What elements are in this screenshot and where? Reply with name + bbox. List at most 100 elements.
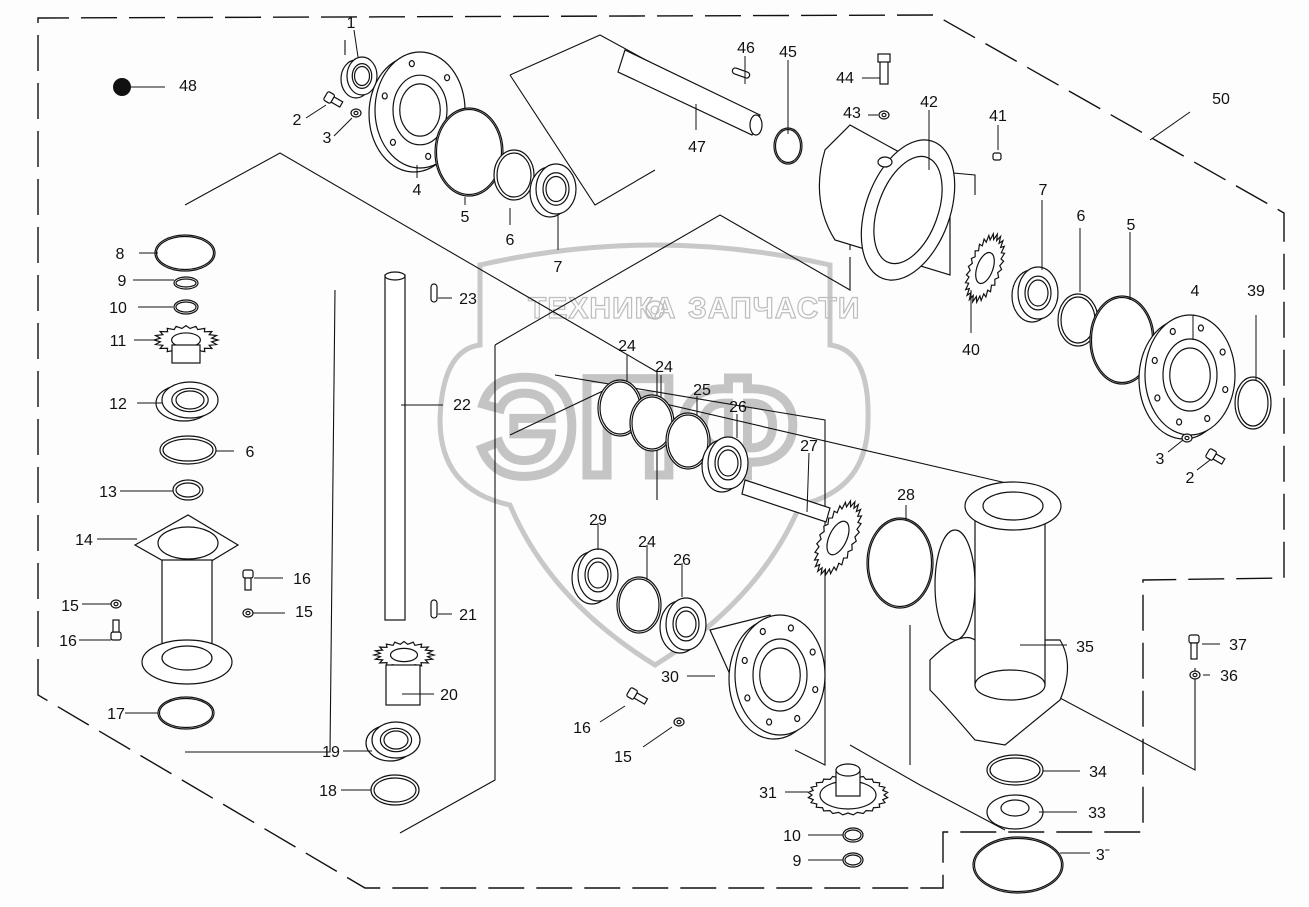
callout-label: 3 bbox=[1156, 451, 1165, 468]
leader-line bbox=[333, 117, 353, 137]
callout-label: 35 bbox=[1076, 639, 1094, 656]
bolt-37-shank bbox=[1190, 642, 1198, 660]
bolt-hole bbox=[1169, 327, 1176, 336]
bearing-cover-4b-bore bbox=[1169, 347, 1211, 403]
ring-10b-inner bbox=[844, 829, 862, 841]
housing-port bbox=[877, 156, 893, 168]
vertical-shaft-22 bbox=[384, 271, 438, 621]
bolt-hole bbox=[741, 656, 748, 665]
callout-label: 37 bbox=[1229, 637, 1247, 654]
callout-label: 48 bbox=[179, 78, 197, 95]
ring-34 bbox=[986, 754, 1044, 786]
callout-label: 6 bbox=[1077, 208, 1086, 225]
washer-36-hole bbox=[1192, 672, 1198, 678]
callout-label: 16 bbox=[573, 720, 591, 737]
circlip-9b bbox=[842, 852, 864, 868]
callout-label: 45 bbox=[779, 44, 797, 61]
bolt-2-shank bbox=[330, 96, 344, 108]
bearing-cover-4-bore bbox=[399, 83, 441, 137]
shaft-body bbox=[617, 49, 761, 136]
bolt-hole bbox=[443, 74, 451, 82]
bearing-cover-4b bbox=[1138, 314, 1236, 440]
ring-25-inner bbox=[667, 414, 709, 468]
leader-line bbox=[353, 29, 359, 58]
callout-label: 33 bbox=[1088, 805, 1106, 822]
bolt-hole bbox=[812, 685, 819, 694]
bearing-26a bbox=[701, 436, 749, 493]
housing-side-flange bbox=[934, 529, 976, 641]
bearing-housing-14 bbox=[133, 514, 240, 685]
bolt-hole bbox=[408, 60, 415, 68]
washer-43 bbox=[878, 110, 890, 120]
bearing-12 bbox=[155, 381, 219, 422]
bolt-hole bbox=[765, 718, 773, 726]
bearing-12-bore bbox=[175, 390, 205, 410]
ring-10-inner bbox=[175, 301, 197, 313]
callout-label: 34 bbox=[1089, 764, 1107, 781]
pinion-shaft-27 bbox=[741, 479, 831, 523]
seal-1-bore bbox=[353, 65, 371, 87]
ring-34-inner bbox=[989, 757, 1041, 783]
bearing-7-bore bbox=[545, 175, 567, 203]
breather-cap bbox=[877, 53, 891, 63]
spur-gear-31 bbox=[807, 763, 889, 816]
leader-lines bbox=[79, 29, 1257, 861]
washer-3b bbox=[1181, 433, 1193, 443]
callout-label: 5 bbox=[461, 209, 470, 226]
callout-label: 23 bbox=[459, 291, 477, 308]
bolt-hole bbox=[787, 624, 795, 632]
callout-label: 13 bbox=[99, 484, 117, 501]
callout-label: 2 bbox=[1186, 470, 1195, 487]
callout-label: 40 bbox=[962, 342, 980, 359]
ring-24b bbox=[629, 394, 675, 452]
o-ring-5-inner bbox=[435, 108, 503, 196]
bolt-16a-head bbox=[110, 631, 122, 641]
shim-6c bbox=[1057, 293, 1099, 347]
seal-39-inner bbox=[1237, 379, 1269, 427]
callout-label: 22 bbox=[453, 397, 471, 414]
shim-6b-inner bbox=[162, 438, 214, 462]
shaft-body bbox=[384, 274, 406, 621]
callout-label: 46 bbox=[737, 40, 755, 57]
pinion-gear-27-hub bbox=[826, 520, 850, 556]
bolt-hole bbox=[389, 138, 397, 146]
callout-label: 8 bbox=[116, 246, 125, 263]
bolt-hole bbox=[1154, 394, 1161, 402]
guide-line bbox=[1044, 668, 1196, 771]
ring-24c bbox=[616, 576, 662, 634]
pinion-gear-27 bbox=[813, 499, 863, 577]
leader-line bbox=[1196, 459, 1211, 471]
washer-15a bbox=[110, 599, 122, 609]
housing-base-bore bbox=[161, 645, 213, 671]
circlip-45-inner bbox=[774, 128, 802, 164]
callout-label: 24 bbox=[618, 338, 636, 355]
ring-10b bbox=[842, 827, 864, 843]
o-ring-5 bbox=[434, 107, 504, 197]
gear-icon bbox=[645, 300, 665, 320]
bolt-hole bbox=[1219, 348, 1226, 356]
leader-line bbox=[1167, 439, 1184, 453]
shim-6-inner bbox=[496, 152, 532, 198]
bolt-hole bbox=[1204, 414, 1211, 423]
circlip-9 bbox=[173, 276, 199, 290]
bolt-37-head bbox=[1188, 634, 1200, 644]
shaft-top bbox=[384, 271, 406, 281]
gear-hub-top bbox=[835, 763, 861, 777]
callout-label: 14 bbox=[75, 532, 93, 549]
bearing-cap-30-flange-bore bbox=[759, 647, 801, 703]
housing-top-bore bbox=[982, 491, 1044, 521]
bearing-26b bbox=[659, 597, 707, 654]
bolt-16b-head bbox=[242, 569, 254, 579]
callout-label: 9 bbox=[118, 273, 127, 290]
ring-24c-inner bbox=[618, 578, 660, 632]
callout-label: 17 bbox=[107, 706, 125, 723]
callout-label: 28 bbox=[897, 487, 915, 504]
guide-line bbox=[494, 214, 851, 346]
bolt-hole bbox=[1222, 385, 1229, 394]
housing-opening bbox=[873, 155, 943, 265]
callout-label: 2 bbox=[293, 112, 302, 129]
callout-label: 3ˉ bbox=[1096, 847, 1110, 864]
callout-label: 9 bbox=[793, 853, 802, 870]
callout-label: 41 bbox=[989, 108, 1007, 125]
